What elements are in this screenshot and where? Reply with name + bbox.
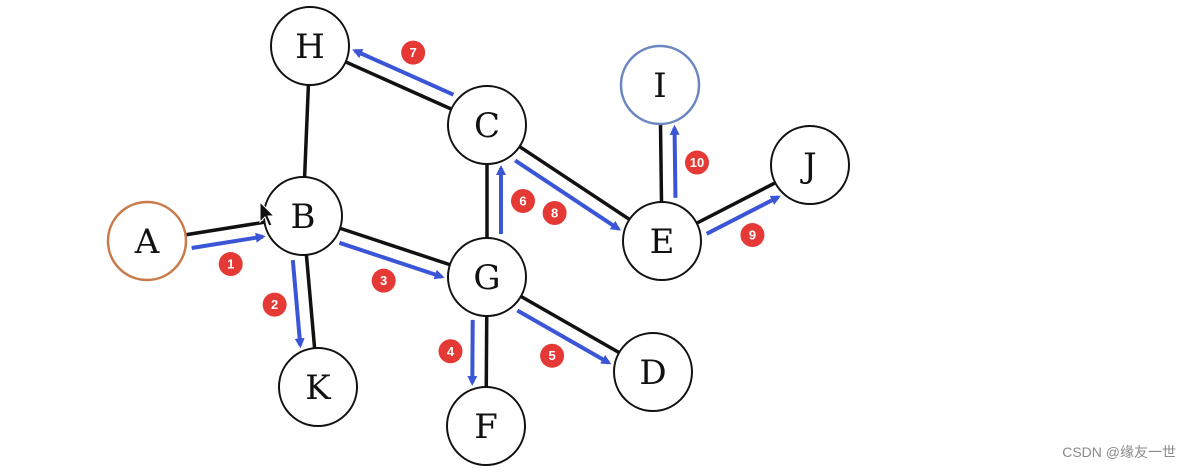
step-number: 9: [749, 228, 756, 243]
step-number: 10: [690, 155, 704, 170]
step-number: 4: [447, 344, 455, 359]
step-badge-6: 6: [511, 189, 535, 213]
traversal-arrow-1: [191, 232, 266, 250]
node-C: C: [447, 85, 527, 165]
node-F: F: [446, 386, 526, 466]
traversal-arrow-5: [516, 308, 612, 365]
watermark: CSDN @缘友一世: [1062, 444, 1176, 460]
node-label: K: [305, 368, 331, 408]
node-label: B: [291, 197, 316, 237]
node-label: E: [650, 222, 675, 262]
traversal-arrow-10: [669, 124, 680, 198]
step-badge-3: 3: [371, 268, 396, 293]
step-badge-7: 7: [401, 40, 426, 65]
step-badge-5: 5: [540, 343, 565, 368]
node-A: A: [106, 200, 188, 282]
node-label: I: [653, 66, 666, 106]
node-label: G: [473, 258, 500, 298]
step-badge-4: 4: [438, 339, 463, 364]
node-label: A: [134, 222, 160, 262]
step-number: 7: [410, 45, 417, 60]
node-label: D: [639, 353, 666, 393]
step-badge-2: 2: [262, 292, 287, 317]
step-badge-10: 10: [684, 150, 709, 175]
node-label: J: [800, 146, 817, 186]
nodes-layer: H C I J A B G E K D F: [106, 6, 850, 466]
node-label: H: [295, 27, 325, 67]
step-number: 6: [519, 194, 526, 209]
traversal-arrow-7: [352, 48, 455, 97]
node-D: D: [613, 332, 693, 412]
node-label: F: [474, 407, 498, 447]
node-I: I: [619, 44, 701, 126]
step-number: 2: [271, 297, 278, 312]
step-badges-layer: 1 2 3 4 5 6 7 8 9 10: [218, 40, 765, 368]
step-number: 1: [227, 257, 234, 272]
traversal-arrow-3: [338, 240, 445, 280]
step-number: 5: [549, 348, 556, 363]
node-B: B: [263, 176, 343, 256]
step-number: 8: [551, 206, 558, 221]
traversal-arrows-layer: [191, 48, 781, 386]
node-J: J: [770, 125, 850, 205]
node-H: H: [270, 6, 350, 86]
step-number: 3: [380, 273, 387, 288]
node-E: E: [622, 201, 702, 281]
step-badge-8: 8: [542, 201, 567, 226]
step-badge-1: 1: [218, 252, 243, 277]
traversal-arrow-8: [514, 158, 621, 231]
node-K: K: [278, 347, 358, 427]
node-G: G: [447, 237, 527, 317]
node-label: C: [474, 106, 500, 146]
mouse-cursor-icon: [259, 200, 276, 227]
traversal-arrow-2: [290, 259, 305, 349]
step-badge-9: 9: [740, 223, 765, 248]
traversal-arrow-9: [705, 195, 781, 236]
